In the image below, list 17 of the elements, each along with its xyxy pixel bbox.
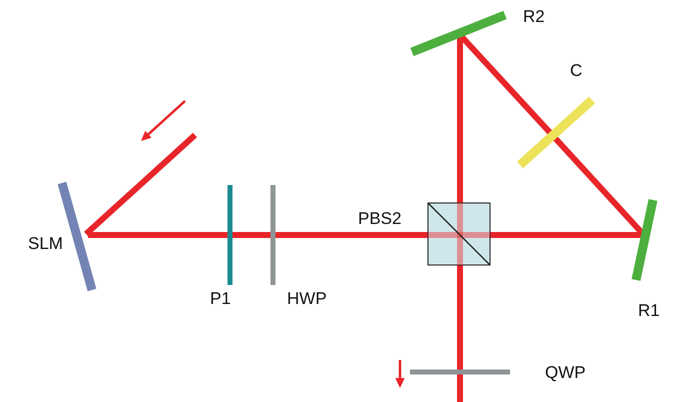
component-label: HWP: [287, 290, 327, 307]
component-label: QWP: [545, 364, 586, 381]
component-label: C: [570, 62, 582, 79]
laser-beam: [552, 136, 646, 236]
laser-beam: [457, 37, 463, 203]
component-label: P1: [210, 290, 231, 307]
laser-beam: [457, 265, 463, 372]
component-label: SLM: [28, 235, 63, 252]
laser-beam: [230, 232, 273, 238]
component-label: R2: [523, 8, 545, 25]
component-label: R1: [638, 302, 660, 319]
component-label: PBS2: [358, 210, 402, 227]
laser-beam: [457, 372, 463, 402]
laser-beam: [273, 232, 428, 238]
laser-beam: [88, 232, 230, 238]
laser-beam: [84, 132, 198, 236]
laser-beam: [490, 232, 641, 238]
